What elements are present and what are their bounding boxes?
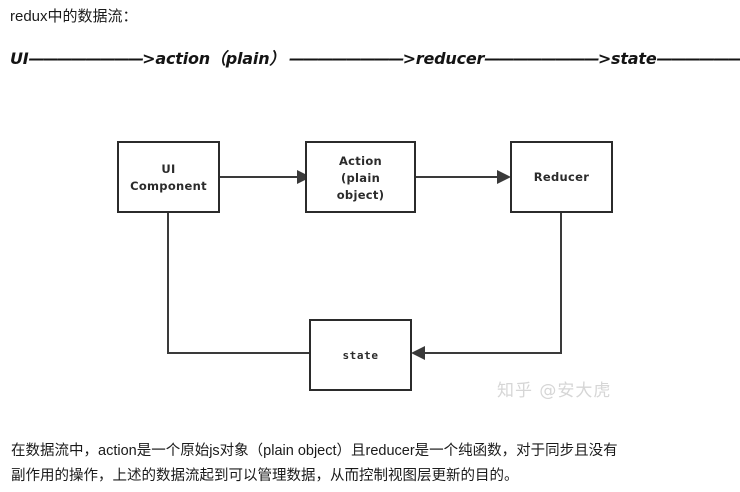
redux-dataflow-diagram: UI Component Action (plain object) Reduc… <box>0 110 740 410</box>
flow-arrow-3: > <box>597 49 612 68</box>
node-ui-component-label-line2: Component <box>130 179 207 193</box>
flow-dash-4: ———————— <box>656 49 740 68</box>
flow-dash-3: ———————— <box>484 49 599 68</box>
node-ui-component[interactable]: UI Component <box>117 141 220 213</box>
redux-flow-text: UI————————>action（plain） ————————>reduce… <box>10 48 740 70</box>
flow-arrow-2: > <box>402 49 416 68</box>
flow-dash-2: ———————— <box>285 49 404 68</box>
zhihu-watermark: 知乎 @安大虎 <box>497 381 612 401</box>
flow-arrow-1: > <box>142 49 156 68</box>
caption-line-2: 副作用的操作，上述的数据流起到可以管理数据，从而控制视图层更新的目的。 <box>11 468 519 484</box>
caption-paragraph: 在数据流中，action是一个原始js对象（plain object）且redu… <box>11 439 727 489</box>
node-reducer[interactable]: Reducer <box>510 141 613 213</box>
page-title: redux中的数据流： <box>10 8 138 25</box>
node-action-label-line3: object) <box>337 188 385 202</box>
node-action[interactable]: Action (plain object) <box>305 141 416 213</box>
edge-action-to-reducer <box>415 170 511 184</box>
flow-dash-1: ———————— <box>28 49 144 68</box>
flow-node-reducer: reducer <box>415 49 485 68</box>
edge-ui-component-to-action <box>219 170 311 184</box>
node-action-label-line1: Action <box>339 154 382 168</box>
edge-reducer-to-state <box>411 212 562 360</box>
node-action-label-line2: (plain <box>341 171 380 185</box>
flow-node-ui-start: UI <box>10 49 29 68</box>
flow-node-action: action（plain） <box>155 49 286 68</box>
flow-node-state: state <box>611 49 657 68</box>
node-ui-component-label-line1: UI <box>161 162 175 176</box>
node-state[interactable]: state <box>309 319 412 391</box>
node-reducer-label: Reducer <box>534 170 589 184</box>
caption-line-1: 在数据流中，action是一个原始js对象（plain object）且redu… <box>11 443 618 459</box>
node-state-label: state <box>342 349 378 362</box>
